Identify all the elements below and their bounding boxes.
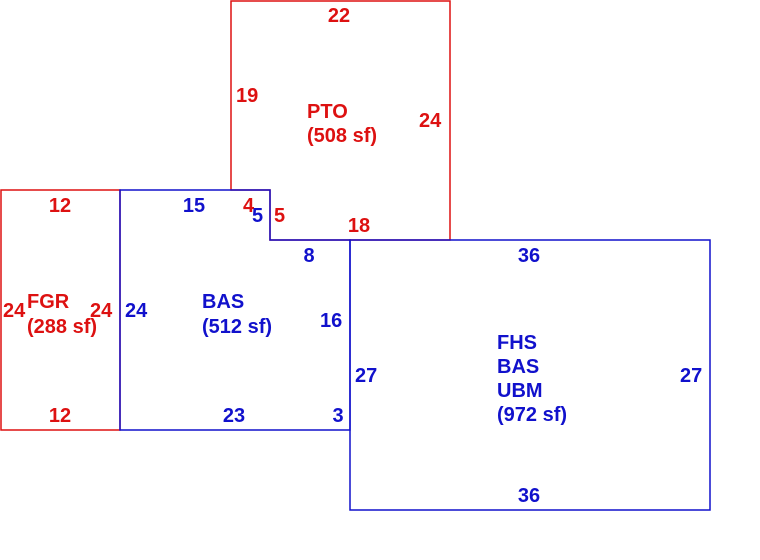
fhs-label-line-3: UBM bbox=[497, 380, 543, 402]
pto-dim-top: 22 bbox=[328, 5, 350, 27]
pto-name: PTO bbox=[307, 101, 348, 123]
fhs-dim-top: 36 bbox=[518, 245, 540, 267]
fgr-name: FGR bbox=[27, 291, 70, 313]
bas-dim-left: 24 bbox=[125, 300, 148, 322]
fhs-dim-bottom: 36 bbox=[518, 485, 540, 507]
fhs-outline bbox=[349, 239, 711, 511]
fgr-dim-left: 24 bbox=[3, 300, 26, 322]
bas-dim-inner-right: 16 bbox=[320, 310, 342, 332]
bas-dim-corner: 3 bbox=[332, 405, 343, 427]
pto-dim-bottom: 18 bbox=[348, 215, 370, 237]
pto-area: (508 sf) bbox=[307, 125, 377, 147]
bas-dim-step: 5 bbox=[252, 205, 263, 227]
fgr-dim-bottom: 12 bbox=[49, 405, 71, 427]
fgr-dim-right: 24 bbox=[90, 300, 113, 322]
bas-dim-top: 15 bbox=[183, 195, 205, 217]
bas-name: BAS bbox=[202, 291, 244, 313]
fgr-dim-top: 12 bbox=[49, 195, 71, 217]
bas-area: (512 sf) bbox=[202, 316, 272, 338]
bas-dim-mid: 8 bbox=[303, 245, 314, 267]
pto-dim-left: 19 bbox=[236, 85, 258, 107]
fhs-label-line-2: BAS bbox=[497, 356, 539, 378]
fhs-dim-left: 27 bbox=[355, 365, 377, 387]
fhs-area: (972 sf) bbox=[497, 404, 567, 426]
pto-dim-step-side: 5 bbox=[274, 205, 285, 227]
fhs-label-line-1: FHS bbox=[497, 332, 537, 354]
pto-dim-step-top: 4 bbox=[243, 195, 255, 217]
fgr-area: (288 sf) bbox=[27, 316, 97, 338]
bas-dim-bottom: 23 bbox=[223, 405, 245, 427]
fhs-dim-right: 27 bbox=[680, 365, 702, 387]
pto-dim-right: 24 bbox=[419, 110, 442, 132]
